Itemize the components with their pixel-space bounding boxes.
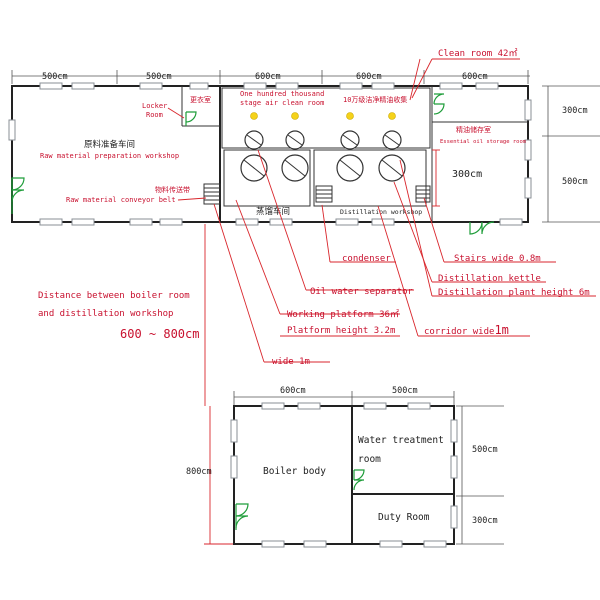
distill-workshop-en: Distillation workshop xyxy=(340,208,422,216)
raw-material-cn: 原料准备车间 xyxy=(84,139,135,150)
water-treatment-label-1: Water treatment xyxy=(358,435,444,446)
distance-note-line2: and distillation workshop xyxy=(38,309,173,319)
clean-area-cn: 10万级洁净精油收集 xyxy=(343,95,407,104)
boiler-dim-right-bottom: 300cm xyxy=(472,516,498,526)
inner-dimension: 300cm xyxy=(432,149,482,207)
dim-300cm: 300cm xyxy=(452,169,482,180)
boiler-doors xyxy=(235,469,365,530)
clean-area-line1: One hundred thousand xyxy=(240,90,324,98)
locker-leader xyxy=(167,107,185,119)
distillation-kettles xyxy=(240,154,406,182)
top-dim-1: 500cm xyxy=(42,72,68,82)
boiler-right-dimension: 500cm 300cm xyxy=(456,405,504,545)
corridor-text: corridor wide xyxy=(424,327,494,337)
equipment-leaders xyxy=(213,149,596,363)
platform-height-label: Platform height 3.2m xyxy=(287,326,395,336)
boiler-top-dimension: 600cm 500cm xyxy=(233,386,455,405)
water-treatment-label-2: room xyxy=(358,454,381,465)
top-building-walls xyxy=(11,85,529,223)
boiler-body-label: Boiler body xyxy=(263,466,326,477)
door-icons xyxy=(11,93,495,235)
oil-water-separator-label: Oil water separator xyxy=(310,287,414,297)
plant-height-label: Distillation plant height 6m xyxy=(438,288,590,298)
essential-oil-storage-cn: 精油储存室 xyxy=(456,125,491,134)
stairs-icons xyxy=(203,183,431,205)
locker-room-label-2: Room xyxy=(146,111,163,119)
distance-note-line1: Distance between boiler room xyxy=(38,291,190,301)
clean-area-line2: stage air clean room xyxy=(240,99,324,107)
boiler-left-dimension: 800cm xyxy=(186,406,234,545)
lamp-icons xyxy=(250,112,396,120)
clean-room-leaders xyxy=(409,58,520,101)
boiler-dim-top-right: 500cm xyxy=(392,386,418,396)
distance-note-value: 600 ~ 800cm xyxy=(120,327,199,341)
stairs-label: Stairs wide 0.8m xyxy=(454,254,541,264)
top-dimension-line: 500cm 500cm 600cm 600cm 600cm xyxy=(11,70,530,84)
distill-workshop-cn: 蒸馏车间 xyxy=(256,206,290,217)
working-platform-label: Working platform 36㎡ xyxy=(287,309,399,320)
distillation-kettle-label: Distillation kettle xyxy=(438,274,541,284)
boiler-dim-right-top: 500cm xyxy=(472,445,498,455)
right-dim-2: 500cm xyxy=(562,177,588,187)
corridor-value: 1m xyxy=(494,323,508,337)
condenser-label: condenser xyxy=(342,254,391,264)
conveyor-leader xyxy=(177,197,207,201)
right-dim-1: 300cm xyxy=(562,106,588,116)
top-dim-5: 600cm xyxy=(462,72,488,82)
top-dim-4: 600cm xyxy=(356,72,382,82)
essential-oil-storage-en: Essential oil storage room xyxy=(440,139,527,145)
boiler-windows xyxy=(230,402,458,548)
raw-material-en: Raw material preparation workshop xyxy=(40,152,179,160)
duty-room-label: Duty Room xyxy=(378,512,430,523)
locker-room-cn: 更衣室 xyxy=(190,95,211,104)
oil-water-separators xyxy=(244,130,402,150)
locker-room-label-1: Locker xyxy=(142,102,167,110)
clean-room-label: Clean room 42㎡ xyxy=(438,48,517,59)
conveyor-en: Raw material conveyor belt xyxy=(66,196,176,204)
top-dim-2: 500cm xyxy=(146,72,172,82)
top-dim-3: 600cm xyxy=(255,72,281,82)
right-dimension-line: 300cm 500cm xyxy=(542,85,600,223)
conveyor-cn: 物料传送带 xyxy=(155,185,190,194)
boiler-dim-top-left: 600cm xyxy=(280,386,306,396)
corridor-label: corridor wide1m xyxy=(424,323,509,337)
wide-label: wide 1m xyxy=(272,357,310,367)
boiler-dim-left: 800cm xyxy=(186,467,212,477)
